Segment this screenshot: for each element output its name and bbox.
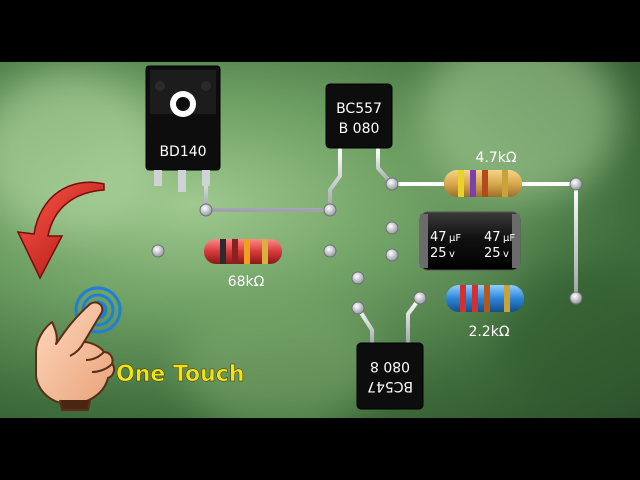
bc547-label: BC547: [367, 378, 413, 394]
solder-nodes: [151, 177, 583, 315]
cap-right-voltage: 25: [484, 246, 501, 261]
pointing-hand-icon: [35, 301, 116, 411]
bd140-label: BD140: [159, 144, 206, 160]
letterbox-bottom: [0, 418, 640, 480]
resistor-68k: 68kΩ: [204, 239, 282, 290]
one-touch-caption: One Touch: [116, 362, 245, 387]
cap-left-value: 47: [430, 230, 447, 245]
bc557-code: B 080: [339, 121, 380, 137]
cap-left-voltage: 25: [430, 246, 447, 261]
r2k2-label: 2.2kΩ: [468, 324, 509, 340]
bc547-code: 080 8: [370, 358, 410, 374]
cap-left-vunit: v: [449, 249, 455, 260]
transistor-bc557: BC557 B 080: [325, 83, 393, 149]
cap-right-vunit: v: [503, 249, 509, 260]
resistor-4k7: 4.7kΩ: [444, 150, 522, 197]
capacitor-47uf: 47 μF 25 v 47 μF 25 v: [419, 211, 521, 271]
cap-right-unit: μF: [503, 233, 515, 244]
transistor-bc547: BC547 080 8: [356, 342, 424, 410]
resistor-2k2: 2.2kΩ: [446, 285, 524, 340]
r68k-label: 68kΩ: [228, 274, 265, 290]
curved-arrow-icon: [16, 181, 105, 280]
cap-right-value: 47: [484, 230, 501, 245]
transistor-bd140: BD140: [145, 65, 221, 192]
letterbox-top: [0, 0, 640, 62]
r4k7-label: 4.7kΩ: [475, 150, 516, 166]
cap-left-unit: μF: [449, 233, 461, 244]
bc557-label: BC557: [336, 101, 382, 117]
